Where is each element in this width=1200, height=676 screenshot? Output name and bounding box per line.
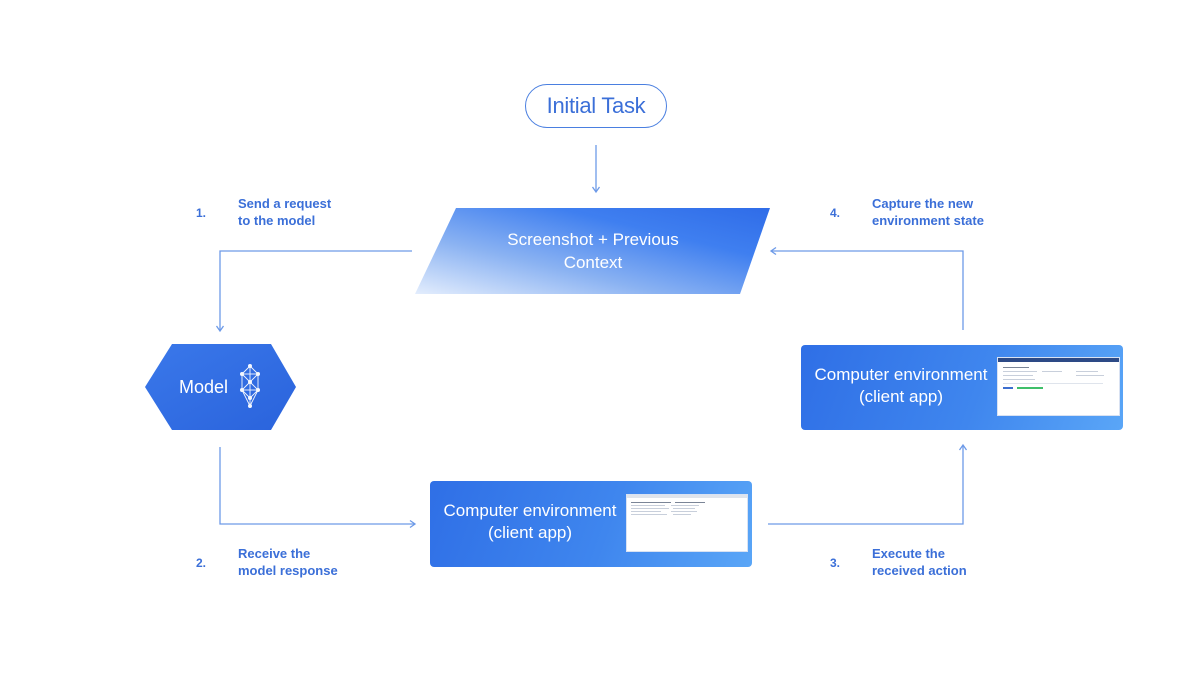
thumbnail-line [1003, 375, 1033, 376]
env-bottom-line-2: (client app) [487, 523, 573, 542]
thumbnail-line [631, 505, 665, 506]
computer-environment-right: Computer environment (client app) [801, 345, 1123, 430]
step-4-line-1: Capture the new [872, 196, 974, 211]
thumbnail-line [671, 511, 697, 512]
thumbnail-line [673, 508, 695, 509]
thumbnail-line [675, 502, 705, 503]
screenshot-thumbnail [626, 494, 748, 552]
step-3-line-2: received action [872, 563, 967, 578]
thumbnail-line [671, 505, 699, 506]
step-2-number: 2. [196, 556, 207, 570]
screenshot-thumbnail [997, 357, 1120, 416]
step-3-label: Execute the received action [872, 545, 967, 579]
step-4-label: Capture the new environment state [872, 195, 984, 229]
thumbnail-line [1003, 383, 1103, 384]
step-2-line-2: model response [238, 563, 338, 578]
arrow-env-to-context [769, 246, 964, 330]
thumbnail-line [1003, 367, 1029, 368]
env-right-line-1: Computer environment [814, 365, 988, 384]
thumbnail-line [673, 514, 691, 515]
thumbnail-line [631, 514, 667, 515]
thumbnail-line [1076, 371, 1098, 372]
model-hexagon [145, 344, 296, 430]
arrow-task-to-context [591, 145, 601, 194]
thumbnail-line [1076, 375, 1104, 376]
neural-network-icon [240, 364, 260, 408]
arrow-env-to-env [768, 443, 968, 525]
arrow-context-to-model [215, 250, 412, 333]
step-2-label: Receive the model response [238, 545, 338, 579]
env-right-line-2: (client app) [858, 387, 944, 406]
env-bottom-line-1: Computer environment [443, 501, 617, 520]
thumbnail-line [631, 502, 671, 503]
step-2-line-1: Receive the [238, 546, 311, 561]
step-4-number: 4. [830, 206, 841, 220]
step-1-number: 1. [196, 206, 207, 220]
thumbnail-line [1003, 371, 1037, 372]
initial-task-pill: Initial Task [525, 84, 667, 128]
step-4-line-2: environment state [872, 213, 984, 228]
initial-task-label: Initial Task [546, 93, 646, 118]
thumbnail-line [631, 508, 669, 509]
step-1-line-1: Send a request [238, 196, 332, 211]
step-1-label: Send a request to the model [238, 195, 331, 229]
step-1-line-2: to the model [238, 213, 316, 228]
arrow-model-to-env [219, 447, 417, 529]
env-right-label: Computer environment (client app) [801, 364, 1001, 408]
thumbnail-titlebar [998, 358, 1119, 362]
step-3-line-1: Execute the [872, 546, 945, 561]
thumbnail-titlebar [627, 495, 747, 498]
thumbnail-button [1017, 387, 1043, 389]
env-bottom-label: Computer environment (client app) [430, 500, 630, 544]
computer-environment-bottom: Computer environment (client app) [430, 481, 752, 567]
thumbnail-line [1003, 379, 1035, 380]
thumbnail-line [1042, 371, 1062, 372]
step-3-number: 3. [830, 556, 841, 570]
thumbnail-button [1003, 387, 1013, 389]
context-parallelogram [415, 208, 770, 294]
thumbnail-line [631, 511, 661, 512]
